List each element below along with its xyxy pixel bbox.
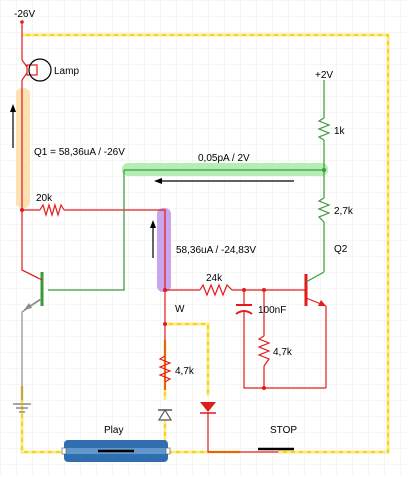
resistor-4k7-left-icon[interactable]	[158, 355, 172, 383]
transistor-q1-icon[interactable]	[21, 269, 44, 311]
capacitor-label: 100nF	[258, 305, 286, 316]
arrow-left-icon	[154, 178, 294, 184]
lamp-label: Lamp	[54, 66, 79, 77]
resistor-20k-icon[interactable]	[39, 202, 65, 218]
ground-icon	[13, 403, 31, 413]
play-button[interactable]	[61, 440, 171, 462]
resistor-24k-label: 24k	[206, 273, 223, 284]
arrow-up-icon	[10, 104, 16, 148]
play-button-label: Play	[104, 425, 123, 436]
current-probe-mid[interactable]	[157, 208, 171, 292]
resistor-1k-label: 1k	[334, 126, 346, 137]
node-w-label: W	[175, 304, 185, 315]
probe-mid-label: 58,36uA / -24,83V	[176, 245, 256, 256]
resistor-24k-icon[interactable]	[199, 283, 233, 297]
led-icon[interactable]	[200, 402, 216, 414]
transistor-q2-icon[interactable]	[298, 271, 327, 307]
q1-reading-label: Q1 = 58,36uA / -26V	[34, 147, 125, 158]
supply-neg-label: -26V	[14, 9, 35, 20]
stop-button-label: STOP	[270, 425, 297, 436]
resistor-4k7-left-label: 4,7k	[175, 366, 195, 377]
green-wires	[48, 80, 325, 291]
resistor-4k7-right-label: 4,7k	[273, 347, 293, 358]
junction-dot	[322, 168, 326, 172]
probe-top-label: 0,05pA / 2V	[198, 153, 250, 164]
current-probe-q1[interactable]	[16, 88, 30, 208]
supply-pos-label: +2V	[315, 70, 333, 81]
resistor-20k-label: 20k	[36, 193, 53, 204]
resistor-2k7-label: 2,7k	[334, 206, 354, 217]
resistor-1k-icon[interactable]	[317, 117, 331, 141]
resistor-2k7-icon[interactable]	[317, 197, 331, 223]
arrow-up-icon	[150, 220, 156, 258]
capacitor-icon[interactable]	[235, 296, 253, 320]
resistor-4k7-right-icon[interactable]	[257, 335, 271, 367]
supply-neg-terminal[interactable]	[20, 20, 24, 28]
junction-dots	[20, 208, 266, 390]
q2-label: Q2	[334, 244, 348, 255]
diode-icon[interactable]	[157, 408, 173, 421]
stop-button[interactable]	[240, 447, 294, 453]
lamp-icon[interactable]	[21, 58, 52, 82]
